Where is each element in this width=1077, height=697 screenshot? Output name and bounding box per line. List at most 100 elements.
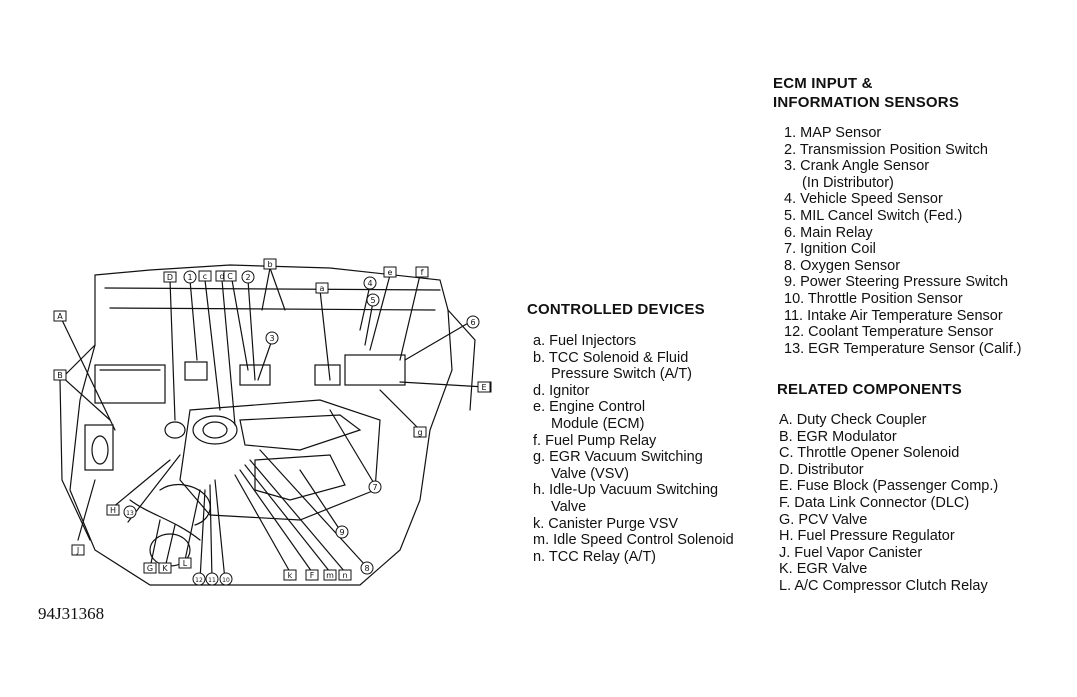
callout-label: 12 xyxy=(195,577,203,584)
callout-label: 11 xyxy=(208,577,216,584)
controlled-devices-heading: CONTROLLED DEVICES xyxy=(527,301,705,318)
callout-10: 10 xyxy=(219,572,233,586)
list-item: Valve (VSV) xyxy=(551,465,629,482)
list-item: D. Distributor xyxy=(779,461,864,478)
list-item: h. Idle-Up Vacuum Switching xyxy=(533,482,719,499)
engine-compartment-diagram: abcdefghkmn12345678910111213ABCDEFGHJKL xyxy=(53,258,492,586)
callout-3: 3 xyxy=(265,331,279,345)
callout-label: D xyxy=(167,273,173,282)
callout-label: e xyxy=(388,268,393,277)
callout-13: 13 xyxy=(123,505,137,519)
list-item: b. TCC Solenoid & Fluid xyxy=(533,349,689,366)
callout-label: 4 xyxy=(367,279,372,288)
callout-label: K xyxy=(162,564,168,573)
list-item: f. Fuel Pump Relay xyxy=(533,432,657,449)
list-item: g. EGR Vacuum Switching xyxy=(533,449,703,466)
callout-label: b xyxy=(267,260,272,269)
callout-1: 1 xyxy=(183,270,197,284)
callout-2: 2 xyxy=(241,270,255,284)
list-item: (In Distributor) xyxy=(802,174,894,191)
list-item: E. Fuse Block (Passenger Comp.) xyxy=(779,478,999,495)
callout-6: 6 xyxy=(466,315,480,329)
list-item: 9. Power Steering Pressure Switch xyxy=(784,274,1009,291)
callout-label: A xyxy=(57,312,63,321)
callout-e: e xyxy=(383,266,397,278)
callout-11: 11 xyxy=(205,572,219,586)
callout-label: 5 xyxy=(370,296,375,305)
callout-label: L xyxy=(183,559,188,568)
list-item: 5. MIL Cancel Switch (Fed.) xyxy=(784,207,963,224)
callout-b: b xyxy=(263,258,277,270)
list-item: 11. Intake Air Temperature Sensor xyxy=(784,307,1003,324)
callout-labels: abcdefghkmn12345678910111213ABCDEFGHJKL xyxy=(53,258,492,586)
callout-label: 10 xyxy=(222,577,230,584)
callout-label: 9 xyxy=(339,528,344,537)
list-item: 3. Crank Angle Sensor xyxy=(784,158,930,175)
list-item: C. Throttle Opener Solenoid xyxy=(779,445,960,462)
callout-label: 2 xyxy=(245,273,250,282)
list-item: 12. Coolant Temperature Sensor xyxy=(784,324,994,341)
callout-label: 8 xyxy=(364,564,369,573)
callout-label: G xyxy=(147,564,153,573)
callout-A: A xyxy=(53,310,67,322)
callout-n: n xyxy=(338,569,352,581)
list-item: d. Ignitor xyxy=(533,382,590,399)
callout-label: a xyxy=(320,284,325,293)
list-item: K. EGR Valve xyxy=(779,561,868,578)
callout-label: H xyxy=(110,506,116,515)
list-item: G. PCV Valve xyxy=(779,511,868,528)
callout-label: 1 xyxy=(187,273,192,282)
callout-label: J xyxy=(76,546,79,555)
callout-label: k xyxy=(288,571,293,580)
list-item: n. TCC Relay (A/T) xyxy=(533,548,657,565)
art-code: 94J31368 xyxy=(38,604,105,623)
list-item: Pressure Switch (A/T) xyxy=(551,366,692,383)
callout-label: F xyxy=(310,571,315,580)
list-item: Module (ECM) xyxy=(551,415,645,432)
callout-F: F xyxy=(305,569,319,581)
list-item: A. Duty Check Coupler xyxy=(779,412,927,428)
engine-outline xyxy=(59,264,486,586)
callout-label: C xyxy=(227,272,233,281)
callout-E: E xyxy=(477,381,491,393)
callout-label: 6 xyxy=(470,318,475,327)
callout-8: 8 xyxy=(360,561,374,575)
ecm-heading-line2: INFORMATION SENSORS xyxy=(773,94,960,111)
callout-H: H xyxy=(106,504,120,516)
callout-label: d xyxy=(219,272,224,281)
list-item: Valve xyxy=(551,498,587,515)
list-item: m. Idle Speed Control Solenoid xyxy=(533,532,734,549)
ecm-heading: ECM INPUT & INFORMATION SENSORS xyxy=(773,74,959,112)
list-item: 13. EGR Temperature Sensor (Calif.) xyxy=(784,340,1022,357)
callout-k: k xyxy=(283,569,297,581)
callout-4: 4 xyxy=(363,276,377,290)
callout-a: a xyxy=(315,282,329,294)
callout-c: c xyxy=(198,270,212,282)
list-item: e. Engine Control xyxy=(533,399,646,416)
list-item: 8. Oxygen Sensor xyxy=(784,257,901,274)
related-components-heading: RELATED COMPONENTS xyxy=(777,381,962,398)
callout-label: g xyxy=(417,428,422,437)
list-item: 2. Transmission Position Switch xyxy=(784,141,988,158)
callout-label: m xyxy=(326,571,334,580)
callout-label: f xyxy=(421,268,424,277)
callout-K: K xyxy=(158,562,172,574)
callout-label: 13 xyxy=(126,510,134,517)
callout-7: 7 xyxy=(368,480,382,494)
list-item: L. A/C Compressor Clutch Relay xyxy=(779,577,988,594)
callout-f: f xyxy=(415,266,429,278)
list-item: k. Canister Purge VSV xyxy=(533,515,679,532)
callout-5: 5 xyxy=(366,293,380,307)
callout-C: C xyxy=(223,270,237,282)
list-item: B. EGR Modulator xyxy=(779,428,897,445)
callout-label: E xyxy=(481,383,486,392)
callout-J: J xyxy=(71,544,85,556)
callout-label: 7 xyxy=(372,483,377,492)
callout-g: g xyxy=(413,426,427,438)
ecm-heading-line1: ECM INPUT & xyxy=(773,75,873,92)
callout-D: D xyxy=(163,271,177,283)
callout-B: B xyxy=(53,369,67,381)
